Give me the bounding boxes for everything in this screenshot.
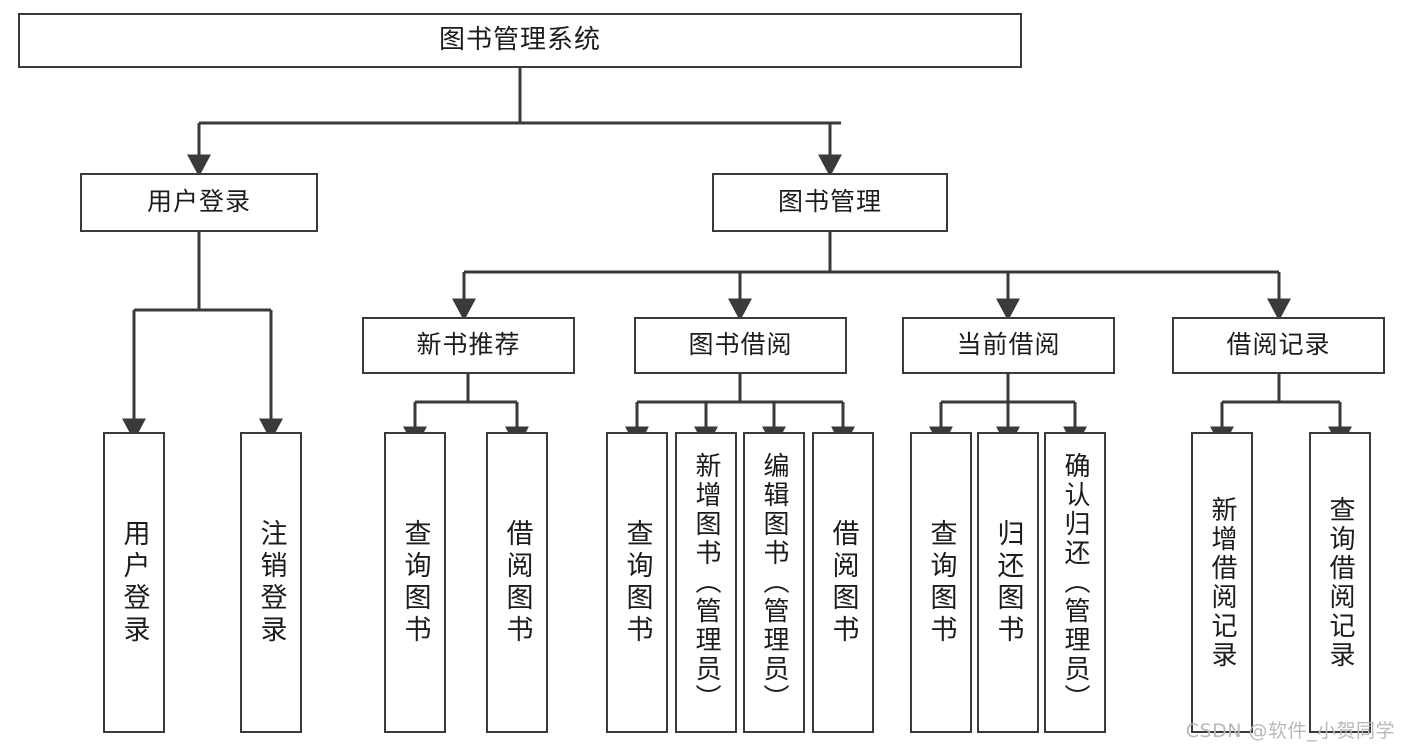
node-current-borrow[interactable]: 当前借阅 [902, 317, 1115, 374]
node-book-manage[interactable]: 图书管理 [712, 173, 948, 232]
node-label: 新增图书（管理员） [691, 452, 721, 713]
node-label: 借阅记录 [1226, 330, 1331, 360]
node-leaf-logout[interactable]: 注销登录 [240, 432, 302, 733]
node-leaf-query-borrow-record[interactable]: 查询借阅记录 [1309, 432, 1371, 733]
node-label: 用户登录 [146, 187, 251, 217]
node-leaf-edit-book[interactable]: 编辑图书（管理员） [743, 432, 805, 733]
node-label: 图书管理系统 [438, 24, 601, 55]
node-label: 用户登录 [118, 518, 150, 647]
node-leaf-borrow-book-2[interactable]: 借阅图书 [812, 432, 874, 733]
node-label: 查询图书 [925, 518, 957, 647]
node-leaf-query-book-3[interactable]: 查询图书 [910, 432, 972, 733]
node-label: 注销登录 [255, 518, 287, 647]
node-root-system[interactable]: 图书管理系统 [18, 13, 1022, 68]
node-label: 借阅图书 [827, 518, 859, 647]
node-leaf-user-login[interactable]: 用户登录 [103, 432, 165, 733]
node-leaf-query-book-1[interactable]: 查询图书 [384, 432, 446, 733]
node-label: 图书管理 [777, 187, 882, 217]
node-label: 借阅图书 [501, 518, 533, 647]
csdn-watermark: CSDN @软件_小贺同学 [1185, 720, 1395, 742]
node-leaf-return-book[interactable]: 归还图书 [977, 432, 1039, 733]
node-label: 编辑图书（管理员） [759, 452, 789, 713]
node-leaf-query-book-2[interactable]: 查询图书 [606, 432, 668, 733]
node-new-book-recommend[interactable]: 新书推荐 [362, 317, 575, 374]
node-label: 查询借阅记录 [1325, 495, 1355, 670]
node-label: 确认归还（管理员） [1060, 452, 1090, 713]
node-leaf-add-book[interactable]: 新增图书（管理员） [675, 432, 737, 733]
node-label: 查询图书 [399, 518, 431, 647]
node-label: 新书推荐 [416, 330, 521, 360]
node-leaf-borrow-book-1[interactable]: 借阅图书 [486, 432, 548, 733]
node-label: 归还图书 [992, 518, 1024, 647]
node-leaf-confirm-return[interactable]: 确认归还（管理员） [1044, 432, 1106, 733]
node-label: 新增借阅记录 [1207, 495, 1237, 670]
node-user-login[interactable]: 用户登录 [80, 173, 318, 232]
node-book-borrow[interactable]: 图书借阅 [634, 317, 847, 374]
node-borrow-record[interactable]: 借阅记录 [1172, 317, 1385, 374]
node-label: 当前借阅 [956, 330, 1061, 360]
node-label: 图书借阅 [688, 330, 793, 360]
node-leaf-add-borrow-record[interactable]: 新增借阅记录 [1191, 432, 1253, 733]
node-label: 查询图书 [621, 518, 653, 647]
